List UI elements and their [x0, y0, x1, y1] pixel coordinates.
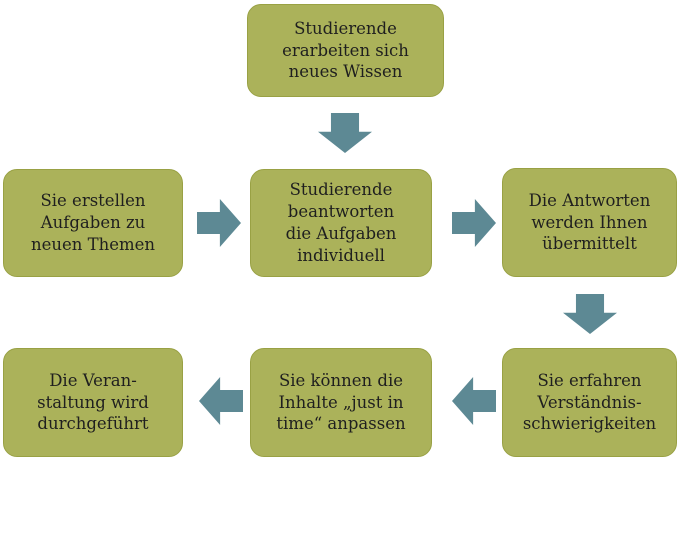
arrow-right-icon: [197, 199, 241, 247]
flow-box-students-acquire-knowledge: Studierende erarbeiten sich neues Wissen: [247, 4, 444, 97]
flow-box-students-answer-tasks: Studierende beantworten die Aufgaben ind…: [250, 169, 432, 277]
arrow-left-icon: [452, 377, 496, 425]
flow-box-create-tasks: Sie erstellen Aufgaben zu neuen Themen: [3, 169, 183, 277]
flow-box-answers-transmitted: Die Antworten werden Ihnen übermittelt: [502, 168, 677, 277]
arrow-down-icon: [318, 113, 372, 153]
arrow-left-icon: [199, 377, 243, 425]
arrow-down-icon: [563, 294, 617, 334]
flow-box-learn-difficulties: Sie erfahren Verständnis- schwierigkeite…: [502, 348, 677, 457]
flow-box-adapt-content: Sie können die Inhalte „just in time“ an…: [250, 348, 432, 457]
flow-box-course-conducted: Die Veran- staltung wird durchgeführt: [3, 348, 183, 457]
arrow-right-icon: [452, 199, 496, 247]
